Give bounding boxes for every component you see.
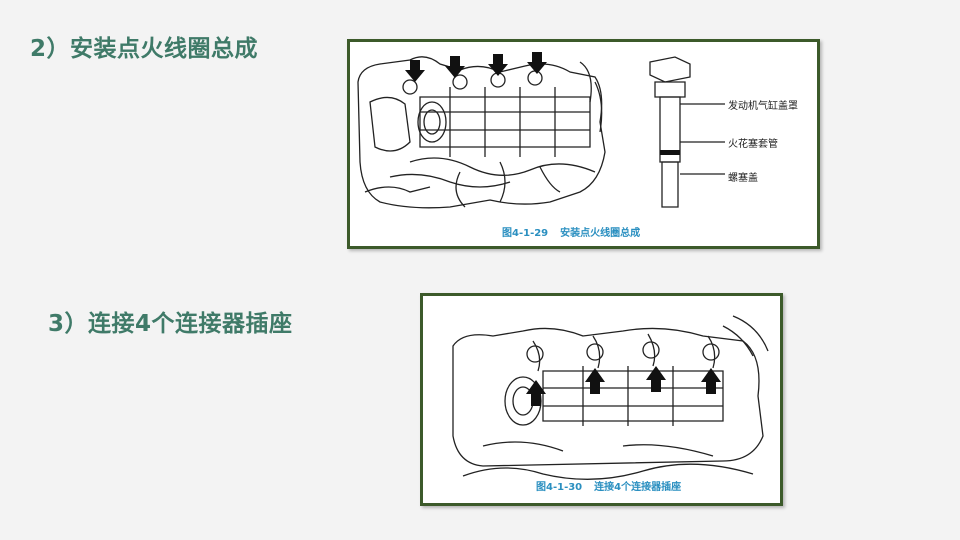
figure-caption: 图4-1-29 安装点火线圈总成 — [502, 224, 640, 239]
up-arrow-icon — [526, 380, 546, 406]
down-arrow-icon — [488, 54, 508, 76]
caption-text: 安装点火线圈总成 — [560, 228, 641, 239]
down-arrow-icon — [405, 60, 425, 82]
section-heading-connect-connectors: 3）连接4个连接器插座 — [48, 311, 293, 337]
up-arrow-icon — [701, 368, 721, 394]
engine-coil-drawing — [357, 52, 725, 209]
callout-plug-cap: 螺塞盖 — [728, 173, 758, 184]
down-arrow-icon — [527, 52, 547, 74]
section-heading-install-coil: 2）安装点火线圈总成 — [30, 36, 259, 62]
callout-spark-plug-tube: 火花塞套管 — [728, 139, 778, 150]
callout-cylinder-head-cover: 发动机气缸盖罩 — [728, 101, 798, 112]
figure-install-ignition-coil: 发动机气缸盖罩 火花塞套管 螺塞盖 图4-1-29 安装点火线圈总成 — [347, 39, 820, 249]
down-arrow-icon — [445, 56, 465, 78]
engine-connector-drawing — [452, 315, 769, 480]
figure-connect-connectors: 图4-1-30 连接4个连接器插座 — [420, 293, 783, 506]
figure-caption: 图4-1-30 连接4个连接器插座 — [536, 478, 681, 493]
caption-text: 连接4个连接器插座 — [594, 482, 682, 493]
caption-number: 图4-1-30 — [536, 482, 583, 493]
up-arrow-icon — [646, 366, 666, 392]
caption-number: 图4-1-29 — [502, 228, 549, 239]
up-arrow-icon — [585, 368, 605, 394]
